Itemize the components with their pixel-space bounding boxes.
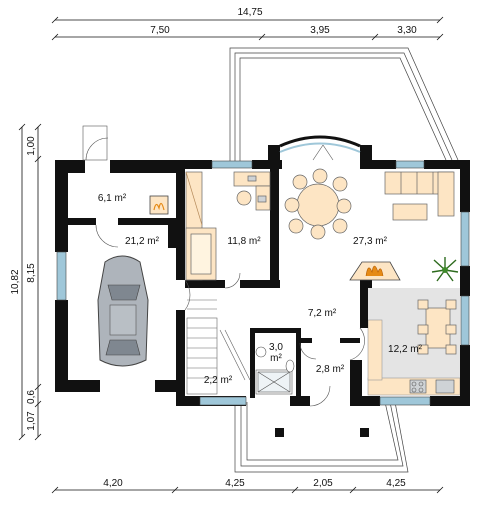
sofa — [384, 171, 455, 221]
kitchen-counter — [367, 319, 383, 381]
dim-left-total: 10,82 — [10, 269, 21, 294]
dim-left-part-4: 1,07 — [26, 411, 37, 431]
room-label-living: 27,3 m² — [353, 236, 388, 247]
dim-top-2: 3,95 — [310, 25, 330, 36]
fireplace-icon — [349, 261, 401, 281]
study-furniture — [185, 171, 271, 281]
dim-left-part-2: 8,15 — [26, 263, 37, 283]
room-label-kitchen: 12,2 m² — [388, 344, 423, 355]
dim-top-3: 3,30 — [397, 25, 417, 36]
terrace-post — [360, 428, 369, 437]
bay-window-arc — [279, 142, 361, 153]
room-label-bath-value: 3,0 — [269, 342, 283, 353]
door-swings — [82, 125, 365, 407]
car-icon — [97, 255, 149, 367]
terrace-post — [275, 428, 284, 437]
roof-outline-top — [229, 47, 459, 163]
room-label-hall: 7,2 m² — [308, 308, 337, 319]
boiler-icon — [149, 195, 169, 215]
dim-bottom-1: 4,20 — [103, 478, 123, 489]
room-label-bath-unit: m² — [270, 353, 282, 364]
dining-set — [284, 168, 352, 240]
bay-window-arc — [279, 135, 361, 148]
dim-total-width: 14,75 — [237, 7, 262, 18]
dim-bottom-4: 4,25 — [386, 478, 406, 489]
dim-top-1: 7,50 — [150, 25, 170, 36]
dimension-lines — [18, 16, 444, 494]
stairs — [186, 299, 251, 395]
room-label-study: 11,8 m² — [227, 236, 261, 247]
bath-fixtures — [255, 346, 295, 395]
windows — [56, 160, 470, 406]
room-label-stairs: 2,2 m² — [204, 375, 233, 386]
kitchen-appliances — [409, 379, 455, 394]
kitchen-table — [417, 299, 457, 355]
dim-bottom-3: 2,05 — [313, 478, 333, 489]
terrace-outline-bottom — [234, 401, 409, 473]
dim-bottom-2: 4,25 — [225, 478, 245, 489]
room-label-utility: 6,1 m² — [98, 193, 127, 204]
room-label-garage: 21,2 m² — [125, 236, 160, 247]
plant-icon — [431, 257, 459, 282]
chimney-grid — [168, 225, 178, 247]
dim-left-part-1: 1,00 — [26, 136, 37, 156]
dim-left-part-3: 0,6 — [26, 390, 37, 404]
room-label-wc: 2,8 m² — [316, 364, 345, 375]
